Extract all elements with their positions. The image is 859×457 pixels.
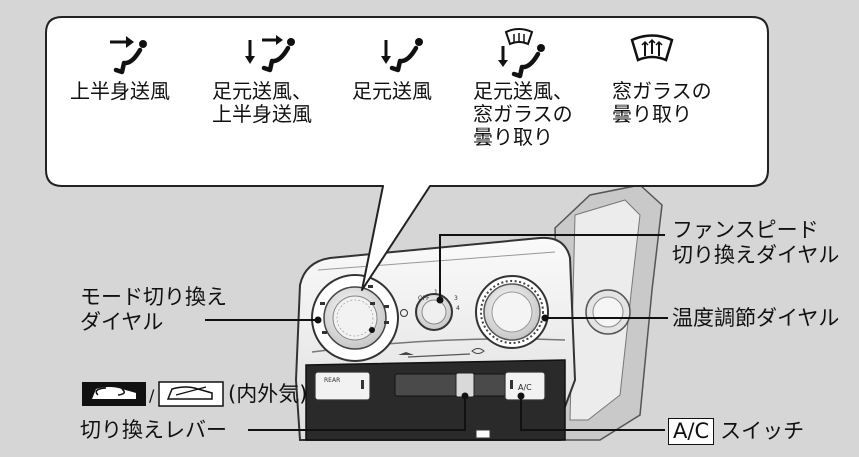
ac-leader [520, 396, 665, 431]
ac-switch-text: スイッチ [720, 419, 805, 443]
temperature-dial-label: 温度調節ダイヤル [672, 306, 840, 330]
recirculate-air-icon [82, 382, 146, 406]
mode-label-4: 足元送風、 窓ガラスの 曇り取り [473, 79, 573, 149]
recirc-lever-suffix: (内外気) [228, 382, 308, 406]
mode-label-3: 足元送風 [352, 79, 432, 103]
mode-dial-label: モード切り換え ダイヤル [80, 285, 227, 334]
temperature-dial[interactable] [475, 275, 549, 349]
fan-1-text: 1 [434, 289, 438, 296]
fan-off-text: OFF [418, 295, 430, 302]
mode-dial[interactable] [311, 274, 399, 362]
mode-label-5: 窓ガラスの 曇り取り [612, 79, 712, 126]
fan-4-text: 4 [456, 305, 460, 312]
fan-speed-dial[interactable] [400, 293, 453, 331]
bottom-clip [475, 429, 491, 439]
rear-button-text: REAR [324, 377, 340, 384]
feet-and-defog-icon [498, 28, 545, 79]
recirc-lever-label: 切り換えレバー [80, 418, 227, 442]
feet-and-upper-body-vent-icon [245, 35, 295, 73]
upper-body-vent-icon [110, 36, 147, 75]
lever-leader [248, 396, 466, 431]
feet-vent-icon [381, 38, 423, 73]
recirc-lever[interactable] [394, 372, 506, 398]
recirc-indicator [398, 348, 485, 358]
ac-button-symbol: A/C [668, 418, 715, 445]
leader-lines [205, 234, 668, 431]
fresh-air-icon [158, 381, 224, 407]
windshield-defog-icon [630, 34, 674, 62]
fan-dial-leader [439, 234, 665, 300]
side-vent [585, 289, 631, 335]
mode-label-2: 足元送風、 上半身送風 [212, 79, 312, 126]
ac-button[interactable] [504, 371, 546, 401]
legend-slash: / [149, 386, 155, 405]
mode-callout-bubble [45, 16, 769, 291]
rear-defog-button[interactable] [314, 371, 371, 401]
mode-label-1: 上半身送風 [70, 79, 170, 103]
ac-button-text: A/C [518, 383, 532, 392]
fan-3-text: 3 [454, 295, 458, 302]
fan-speed-dial-label: ファンスピード 切り換えダイヤル [672, 218, 840, 267]
